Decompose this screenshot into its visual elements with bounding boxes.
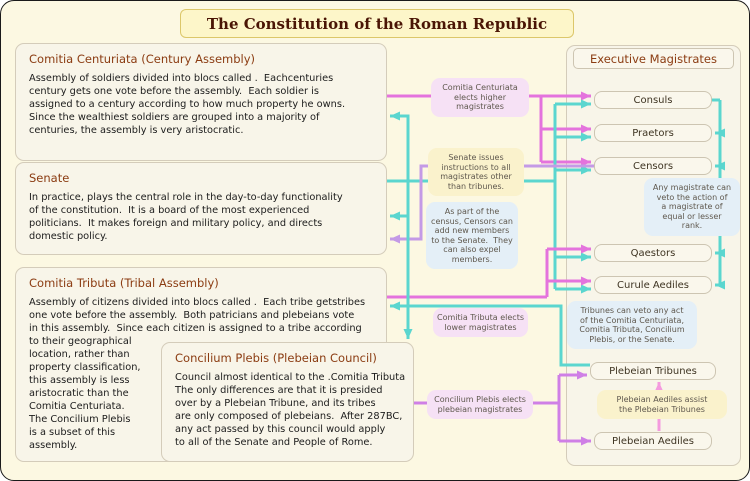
- concilium-plebis-title: Concilium Plebis (Plebeian Council): [175, 351, 377, 365]
- note-aediles-assist: Plebeian Aediles assist the Plebeian Tri…: [597, 390, 727, 419]
- senate-title: Senate: [29, 171, 70, 185]
- magistrate-plebeian-aediles: Plebeian Aediles: [594, 432, 712, 450]
- note-veto-rank: Any magistrate can veto the action of a …: [644, 178, 740, 236]
- concilium-plebis-body: Council almost identical to the .Comitia…: [175, 372, 406, 448]
- note-elect-lower: Comitia Tributa elects lower magistrates: [433, 308, 528, 337]
- magistrate-censors: Censors: [594, 157, 712, 175]
- comitia-tributa-body-left: to their geographical location, rather t…: [29, 336, 141, 451]
- magistrate-plebeian-tribunes: Plebeian Tribunes: [590, 362, 716, 380]
- magistrate-consuls: Consuls: [594, 91, 712, 109]
- comitia-tributa-body-top: Assembly of citizens divided into blocs …: [29, 297, 366, 334]
- senate-body: In practice, plays the central role in t…: [29, 192, 343, 242]
- title-box: The Constitution of the Roman Republic: [180, 9, 574, 38]
- comitia-centuriata-title: Comitia Centuriata (Century Assembly): [29, 52, 256, 66]
- comitia-centuriata-body: Assembly of soldiers divided into blocs …: [29, 73, 346, 136]
- senate-box: Senate In practice, plays the central ro…: [15, 162, 387, 255]
- note-senate-instructions: Senate issues instructions to all magist…: [428, 148, 524, 196]
- page-title: The Constitution of the Roman Republic: [206, 14, 548, 33]
- note-census: As part of the census, Censors can add n…: [426, 202, 518, 269]
- executive-magistrates-header: Executive Magistrates: [573, 48, 734, 69]
- magistrate-praetors: Praetors: [594, 124, 712, 142]
- note-tribune-veto: Tribunes can veto any act of the Comitia…: [567, 301, 697, 349]
- magistrate-curule-aediles: Curule Aediles: [594, 276, 712, 294]
- comitia-centuriata-box: Comitia Centuriata (Century Assembly) As…: [15, 43, 387, 161]
- concilium-plebis-box: Concilium Plebis (Plebeian Council) Coun…: [161, 342, 414, 462]
- note-elect-plebeian: Concilium Plebis elects plebeian magistr…: [427, 390, 533, 419]
- note-elect-higher: Comitia Centuriata elects higher magistr…: [431, 78, 529, 117]
- comitia-tributa-title: Comitia Tributa (Tribal Assembly): [29, 276, 219, 290]
- magistrate-qaestors: Qaestors: [594, 244, 712, 262]
